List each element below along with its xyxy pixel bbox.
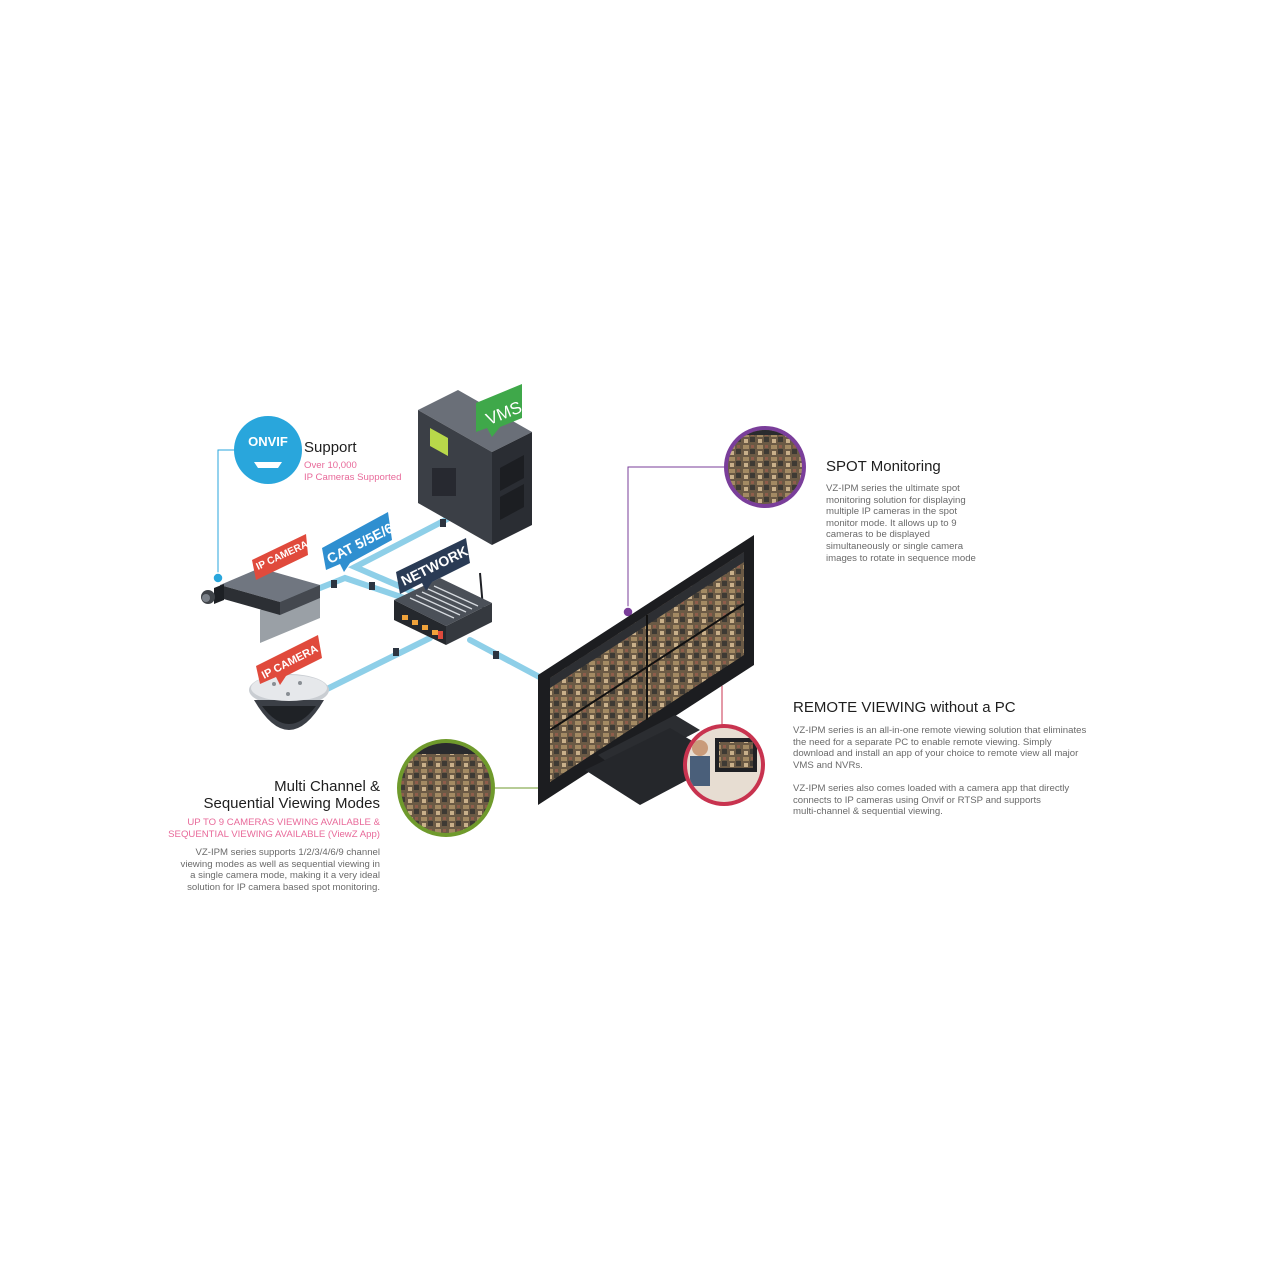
multi-pink-line-2: SEQUENTIAL VIEWING AVAILABLE (ViewZ App): [168, 828, 380, 840]
remote-thumbnail: [683, 724, 765, 806]
remote-line: VMS and NVRs.: [793, 759, 863, 771]
spot-title: SPOT Monitoring: [826, 458, 941, 475]
ip-camera-tag-1: IP CAMERA: [252, 534, 310, 580]
support-line-1: Over 10,000: [304, 460, 357, 471]
multi-line: viewing modes as well as sequential view…: [180, 858, 380, 870]
multi-title-line-1: Multi Channel &: [274, 778, 380, 795]
cable-router-to-monitor: [467, 637, 548, 683]
remote-text-1: VZ-IPM series is an all-in-one remote vi…: [793, 725, 1086, 771]
network-router: [394, 572, 492, 645]
multi-title-line-2: Sequential Viewing Modes: [203, 795, 380, 812]
multi-text: VZ-IPM series supports 1/2/3/4/6/9 chann…: [130, 847, 380, 893]
cable-dome-to-router: [322, 635, 433, 693]
remote-line: download and install an app of your choi…: [793, 748, 1079, 760]
multi-line: VZ-IPM series supports 1/2/3/4/6/9 chann…: [195, 847, 380, 858]
spot-thumbnail: [724, 426, 806, 508]
support-title: Support: [304, 439, 357, 456]
vms-server: [418, 390, 532, 545]
spot-line: simultaneously or single camera: [826, 540, 964, 552]
dot-support: [212, 572, 224, 584]
remote-line: VZ-IPM series is an all-in-one remote vi…: [793, 725, 1087, 736]
spot-line: monitor mode. It allows up to 9: [826, 517, 957, 529]
remote-line: multi-channel & sequential viewing.: [793, 806, 943, 818]
onvif-badge: ONVIF: [234, 416, 302, 484]
cable-clips: [331, 519, 499, 659]
spot-line: images to rotate in sequence mode: [826, 552, 976, 564]
leader-spot: [627, 466, 727, 612]
multi-line: solution for IP camera based spot monito…: [187, 881, 380, 893]
remote-line: VZ-IPM series also comes loaded with a c…: [793, 783, 1070, 794]
spot-line: monitoring solution for displaying: [826, 494, 966, 506]
multi-line: a single camera mode, making it a very i…: [190, 870, 380, 882]
remote-line: connects to IP cameras using Onvif or RT…: [793, 794, 1041, 806]
onvif-logo: ONVIF: [248, 434, 288, 449]
box-ip-camera: [201, 568, 320, 643]
cable-vms-to-router: [348, 512, 458, 598]
remote-text-2: VZ-IPM series also comes loaded with a c…: [793, 783, 1069, 818]
spot-line: multiple IP cameras in the spot: [826, 506, 958, 518]
multi-thumbnail: [397, 739, 495, 837]
spot-line: cameras to be displayed: [826, 529, 930, 541]
multi-title: Multi Channel & Sequential Viewing Modes: [130, 778, 380, 812]
support-text: Over 10,000 IP Cameras Supported: [304, 460, 401, 483]
multi-pink-line-1: UP TO 9 CAMERAS VIEWING AVAILABLE &: [187, 817, 380, 828]
support-line-2: IP Cameras Supported: [304, 471, 402, 483]
monitor: [538, 535, 754, 805]
leader-support: [217, 449, 238, 578]
remote-title: REMOTE VIEWING without a PC: [793, 699, 1016, 716]
remote-line: the need for a separate PC to enable rem…: [793, 736, 1052, 748]
multi-pink-text: UP TO 9 CAMERAS VIEWING AVAILABLE & SEQU…: [130, 817, 380, 840]
spot-line: VZ-IPM series the ultimate spot: [826, 483, 960, 494]
spot-text: VZ-IPM series the ultimate spot monitori…: [826, 483, 976, 564]
dome-ip-camera: [249, 674, 329, 730]
